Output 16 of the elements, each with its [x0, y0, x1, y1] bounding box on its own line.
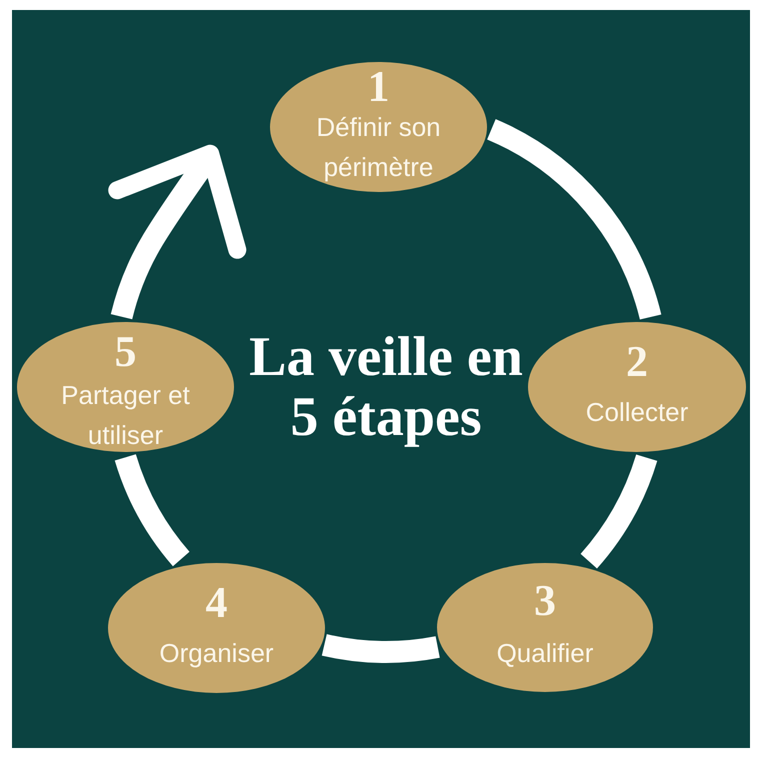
- step-label: Définir son périmètre: [316, 112, 441, 182]
- step-number: 3: [534, 576, 556, 625]
- step-number: 4: [206, 578, 228, 627]
- step-label: Partager et utiliser: [61, 380, 190, 450]
- step-number: 2: [626, 337, 648, 386]
- ring-segment: [114, 454, 190, 566]
- step-number: 1: [368, 62, 390, 111]
- ring-segment: [486, 119, 662, 320]
- title: La veille en 5 étapes: [249, 326, 523, 448]
- step-label: Collecter: [586, 397, 688, 427]
- curved-arrow: [108, 144, 246, 320]
- step-label: Qualifier: [496, 638, 594, 668]
- step-label: Organiser: [159, 638, 274, 668]
- ring-segment: [322, 634, 440, 663]
- step-number: 5: [114, 327, 136, 376]
- ring-segment: [580, 454, 658, 568]
